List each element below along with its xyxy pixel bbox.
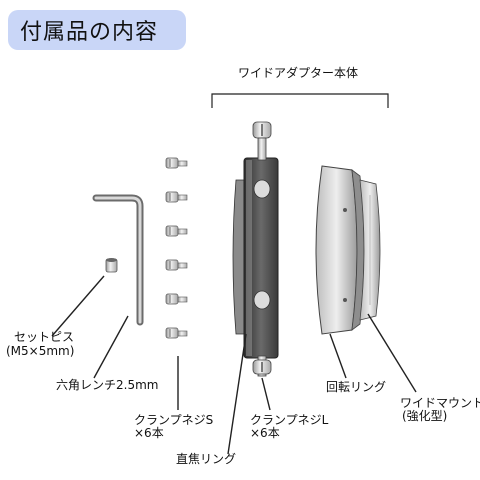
clamp-screw-s-group bbox=[165, 157, 188, 339]
label-focus-ring: 直焦リング bbox=[176, 452, 237, 466]
clamp-screw-s bbox=[165, 157, 188, 169]
clamp-screw-s bbox=[165, 327, 188, 339]
label-hex-wrench: 六角レンチ2.5mm bbox=[56, 378, 159, 392]
adapter-bracket bbox=[211, 93, 389, 108]
label-wide-mount: ワイドマウント bbox=[400, 396, 480, 410]
hex-wrench-shape bbox=[92, 194, 144, 326]
set-piece-shape bbox=[105, 258, 118, 273]
label-wide-mount-type: (強化型) bbox=[402, 409, 448, 423]
label-clamp-screw-l: クランプネジL bbox=[250, 413, 329, 427]
clamp-screw-s bbox=[165, 293, 188, 305]
clamp-screw-s bbox=[165, 191, 188, 203]
label-clamp-screw-s: クランプネジS bbox=[134, 413, 214, 427]
leader-lines bbox=[51, 275, 417, 455]
page-title: 付属品の内容 bbox=[20, 20, 159, 45]
label-clamp-screw-l-count: ×6本 bbox=[250, 426, 280, 440]
rotation-ring-shape bbox=[315, 165, 381, 335]
clamp-screw-s bbox=[165, 225, 188, 237]
label-clamp-screw-s-count: ×6本 bbox=[134, 426, 164, 440]
label-set-piece-size: (M5×5mm) bbox=[6, 344, 75, 358]
clamp-screw-s bbox=[165, 259, 188, 271]
label-set-piece: セットピス bbox=[14, 330, 75, 344]
label-rotation-ring: 回転リング bbox=[326, 380, 387, 394]
adapter-body-shape bbox=[232, 121, 279, 377]
title-box bbox=[8, 10, 186, 50]
label-adapter-body: ワイドアダプター本体 bbox=[238, 66, 359, 80]
